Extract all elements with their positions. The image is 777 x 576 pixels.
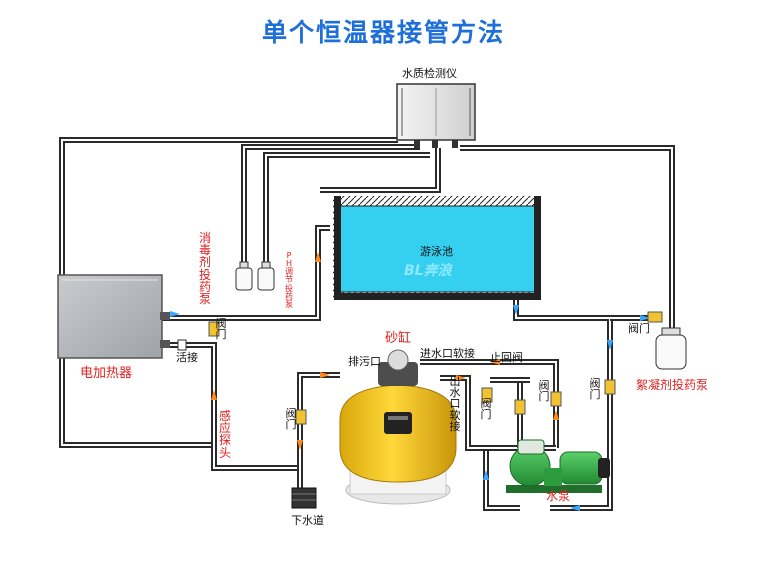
valves [208, 311, 663, 425]
water-pump [506, 439, 610, 493]
arrow-right-icon [320, 372, 330, 378]
arrow-right-icon [640, 315, 650, 321]
union-label: 活接 [176, 351, 198, 364]
sensor-probe-label: 感应探头 [218, 409, 231, 460]
electric-heater [57, 274, 170, 359]
valve-mid-label: 阀门 [538, 379, 550, 404]
drain-outlet-label: 排污口 [348, 355, 381, 368]
valve-coag-label: 阀门 [628, 322, 650, 335]
watermark-logo: BL奔浪 [404, 263, 452, 279]
arrow-down-icon [607, 340, 613, 350]
pool-label: 游泳池 [420, 245, 453, 258]
arrow-left-icon [570, 505, 580, 511]
outlet-hose-label: 出水口软接 [449, 375, 461, 433]
arrow-up-icon [483, 470, 489, 480]
water-quality-monitor-label: 水质检测仪 [402, 67, 457, 80]
valve-left-label: 阀门 [285, 407, 297, 432]
valve-right-label: 阀门 [589, 377, 601, 402]
sand-filter-label: 砂缸 [385, 331, 412, 346]
disinfectant-pump-label: 消毒剂投药泵 [198, 231, 211, 307]
valve-heater-label: 阀门 [215, 317, 227, 342]
water-pump-label: 水泵 [546, 489, 571, 503]
sand-filter [339, 349, 457, 505]
ph-pump [257, 261, 275, 291]
sewer-drain [291, 487, 317, 509]
arrow-up-icon [211, 390, 217, 400]
valve-outlet-label: 阀门 [480, 397, 492, 422]
arrow-up-icon [553, 410, 559, 420]
diagram-title: 单个恒温器接管方法 [262, 18, 506, 47]
water-quality-monitor [396, 83, 476, 148]
union-fitting [177, 339, 187, 351]
arrow-left-icon [490, 359, 500, 365]
coagulant-pump-label: 絮凝剂投药泵 [636, 378, 709, 392]
coagulant-pump [655, 327, 687, 370]
swimming-pool [333, 196, 541, 300]
arrow-up-icon [315, 252, 321, 262]
arrow-down-icon [513, 305, 519, 315]
electric-heater-label: 电加热器 [80, 366, 133, 381]
inlet-hose-label: 进水口软接 [420, 347, 475, 360]
disinfectant-pump [235, 261, 253, 291]
check-valve-label: 止回阀 [490, 351, 523, 364]
arrow-right-icon [456, 375, 466, 381]
arrow-down-icon [297, 440, 303, 450]
arrow-right-icon [170, 311, 180, 317]
sewer-label: 下水道 [291, 514, 324, 527]
